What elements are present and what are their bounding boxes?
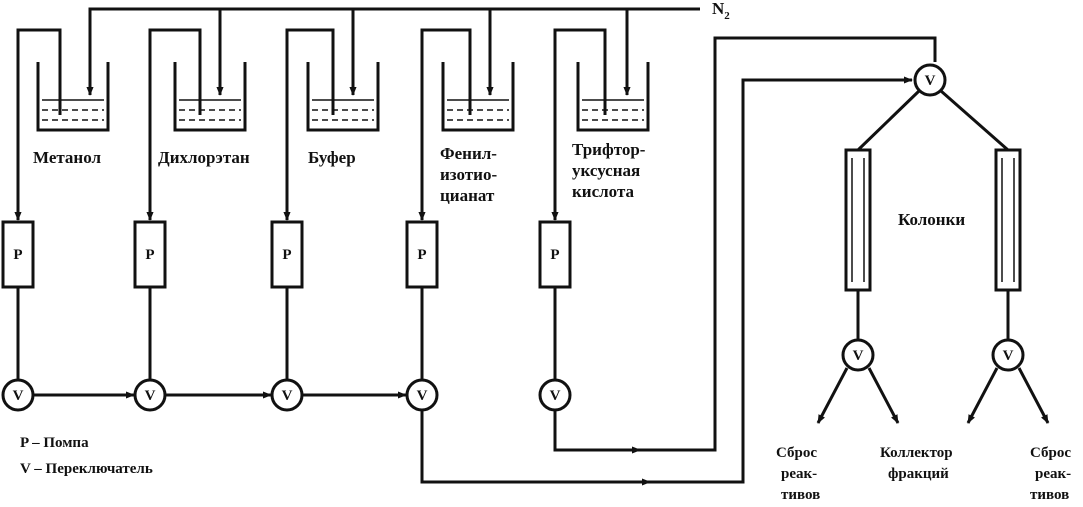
column-right	[994, 148, 1022, 292]
valve-1: V	[1, 378, 35, 412]
svg-text:V – Переключатель: V – Переключатель	[20, 461, 153, 477]
svg-text:реак-: реак-	[781, 466, 817, 482]
svg-text:тивов: тивов	[1030, 487, 1069, 503]
column-switch-valve: V	[913, 63, 947, 97]
vessel-methanol	[14, 28, 110, 221]
vessel-dichloroethane	[146, 28, 247, 221]
svg-text:P: P	[550, 247, 559, 263]
vessel-label-phenylisothiocyanate: Фенил- изотио- цианат	[440, 144, 497, 205]
nitrogen-supply-line	[86, 7, 700, 96]
svg-text:V: V	[282, 388, 293, 404]
svg-text:P: P	[145, 247, 154, 263]
pump-to-valve-lines	[16, 287, 557, 381]
svg-text:кислота: кислота	[572, 182, 635, 201]
pump-3: P	[270, 220, 304, 289]
pump-1: P	[1, 220, 35, 289]
output-arrows	[816, 367, 1050, 424]
legend: P – Помпа V – Переключатель	[20, 435, 153, 477]
svg-text:V: V	[13, 388, 24, 404]
svg-text:V: V	[550, 388, 561, 404]
pump-5: P	[538, 220, 572, 289]
svg-text:Сброс: Сброс	[1030, 445, 1071, 461]
column-branch-lines	[856, 89, 1009, 152]
svg-text:Коллектор: Коллектор	[880, 445, 953, 461]
vessel-phenylisothiocyanate	[418, 28, 515, 221]
svg-text:тивов: тивов	[781, 487, 820, 503]
svg-text:V: V	[925, 73, 936, 89]
output-label-waste-right: Сброс реак- тивов	[1030, 445, 1071, 503]
vessel-buffer	[283, 28, 380, 221]
feed-to-columns-lines	[420, 36, 937, 486]
svg-text:Трифтор-: Трифтор-	[572, 140, 646, 159]
vessel-label-dichloroethane: Дихлорэтан	[158, 148, 250, 167]
valve-2: V	[133, 378, 167, 412]
svg-text:V: V	[853, 348, 864, 364]
svg-text:изотио-: изотио-	[440, 165, 497, 184]
outlet-valve-left: V	[841, 338, 875, 372]
svg-text:V: V	[145, 388, 156, 404]
svg-text:цианат: цианат	[440, 186, 495, 205]
svg-text:Фенил-: Фенил-	[440, 144, 497, 163]
vessel-label-methanol: Метанол	[33, 148, 101, 167]
pump-2: P	[133, 220, 167, 289]
vessel-trifluoroacetic-acid	[551, 28, 650, 221]
svg-text:V: V	[1003, 348, 1014, 364]
column-left	[844, 148, 872, 292]
svg-text:P: P	[417, 247, 426, 263]
vessel-label-buffer: Буфер	[308, 148, 356, 167]
output-label-waste-left: Сброс реак- тивов	[776, 445, 820, 503]
valve-4: V	[405, 378, 439, 412]
outlet-valve-right: V	[991, 338, 1025, 372]
svg-text:Сброс: Сброс	[776, 445, 817, 461]
svg-text:P – Помпа: P – Помпа	[20, 435, 89, 451]
svg-text:реак-: реак-	[1035, 466, 1071, 482]
nitrogen-label: N2	[712, 0, 730, 22]
svg-text:P: P	[282, 247, 291, 263]
vessel-label-trifluoroacetic-acid: Трифтор- уксусная кислота	[572, 140, 646, 201]
svg-text:фракций: фракций	[888, 466, 949, 482]
columns-label: Колонки	[898, 210, 965, 229]
svg-text:V: V	[417, 388, 428, 404]
output-label-fraction-collector: Коллектор фракций	[880, 445, 953, 482]
svg-text:P: P	[13, 247, 22, 263]
column-outlet-lines	[856, 290, 1010, 340]
valve-3: V	[270, 378, 304, 412]
pump-4: P	[405, 220, 439, 289]
valve-5: V	[538, 378, 572, 412]
svg-text:уксусная: уксусная	[572, 161, 640, 180]
